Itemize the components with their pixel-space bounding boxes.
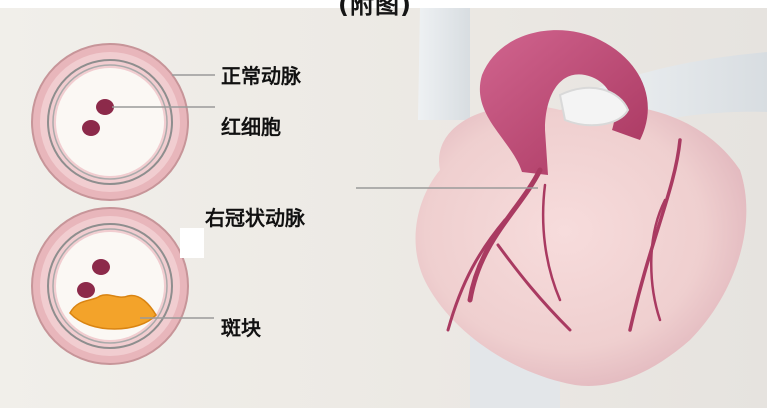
heart-body <box>416 105 747 386</box>
right-coronary-artery-label: 右冠状动脉 <box>205 202 305 231</box>
red-blood-cell-label: 红细胞 <box>221 111 281 140</box>
normal-artery-diagram <box>32 44 188 200</box>
superior-vena-cava <box>418 8 470 120</box>
red-blood-cell <box>77 282 95 298</box>
heart-illustration <box>416 8 767 408</box>
red-blood-cell <box>82 120 100 136</box>
normal-artery-label: 正常动脉 <box>221 60 301 89</box>
red-blood-cell <box>96 99 114 115</box>
red-blood-cell <box>92 259 110 275</box>
plaque-label: 斑块 <box>221 312 261 341</box>
plaque-artery-diagram <box>32 208 188 364</box>
white-mask <box>180 228 204 258</box>
